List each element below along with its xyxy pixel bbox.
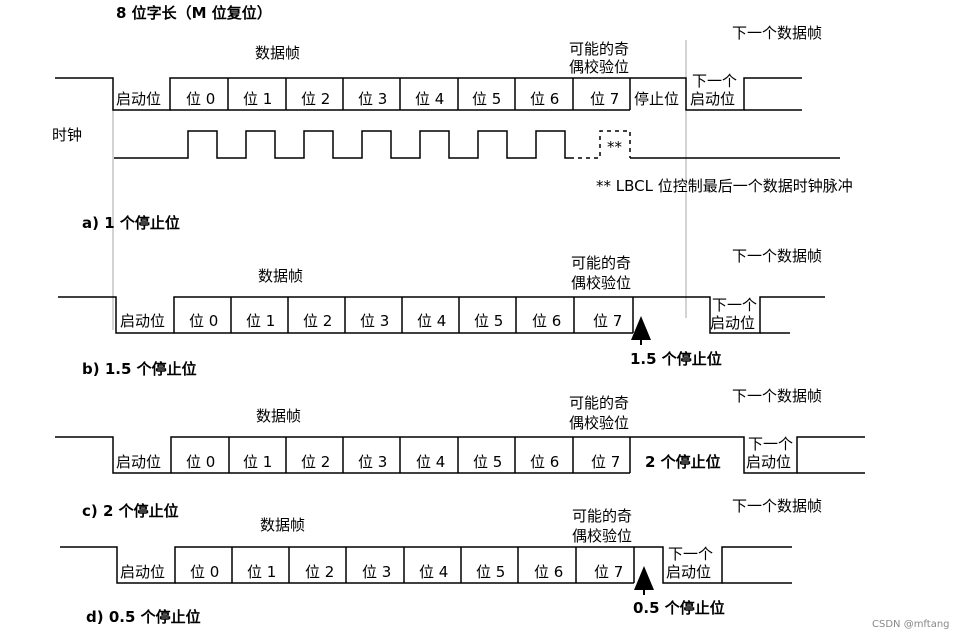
caption-d: d) 0.5 个停止位 (86, 608, 201, 626)
bit-label-1: 位 1 (246, 312, 275, 330)
bit-label-3: 位 3 (362, 563, 391, 581)
parity-label-line1: 可能的奇 (569, 394, 629, 412)
next-frame-label: 下一个数据帧 (732, 247, 822, 265)
waveform-b (58, 296, 825, 334)
bit-dividers-a (227, 78, 574, 110)
bit-label-6: 位 6 (532, 312, 561, 330)
stop-bit-label: 停止位 (634, 90, 679, 108)
bit-label-6: 位 6 (530, 90, 559, 108)
bit-label-1: 位 1 (243, 90, 272, 108)
parity-label-line2: 偶校验位 (571, 274, 631, 292)
next-start-line1: 下一个 (692, 72, 737, 90)
watermark: CSDN @mftang (872, 619, 950, 630)
caption-b: b) 1.5 个停止位 (82, 360, 197, 378)
clock-optional-mark: ** (607, 138, 623, 156)
parity-label-line2: 偶校验位 (569, 414, 629, 432)
waveform-a (55, 77, 802, 111)
bit-label-7: 位 7 (590, 90, 619, 108)
diagram-b: 数据帧 可能的奇 偶校验位 下一个数据帧 启动位 位 0 位 1 位 2 位 3… (58, 247, 825, 378)
page-title: 8 位字长（M 位复位） (116, 4, 272, 22)
parity-label-line2: 偶校验位 (569, 58, 629, 76)
start-bit-label: 启动位 (116, 453, 161, 471)
bit-label-0: 位 0 (189, 312, 218, 330)
next-start-line2: 启动位 (690, 90, 735, 108)
next-start-line2: 启动位 (746, 453, 791, 471)
bit-dividers-c (228, 437, 574, 473)
next-start-line1: 下一个 (668, 545, 713, 563)
bit-label-4: 位 4 (417, 312, 446, 330)
clock-label: 时钟 (52, 126, 82, 144)
bit-label-3: 位 3 (358, 90, 387, 108)
clock-waveform (114, 130, 570, 159)
bit-label-1: 位 1 (247, 563, 276, 581)
caption-c: c) 2 个停止位 (82, 502, 179, 520)
bit-label-3: 位 3 (358, 453, 387, 471)
data-frame-label: 数据帧 (258, 267, 303, 285)
bit-dividers-d (231, 547, 577, 583)
bit-label-2: 位 2 (301, 90, 330, 108)
stop-label: 0.5 个停止位 (633, 599, 725, 617)
bit-label-3: 位 3 (360, 312, 389, 330)
parity-label-line1: 可能的奇 (571, 254, 631, 272)
bit-label-0: 位 0 (186, 90, 215, 108)
next-start-line2: 启动位 (666, 563, 711, 581)
next-frame-label: 下一个数据帧 (732, 497, 822, 515)
bit-label-5: 位 5 (472, 90, 501, 108)
bit-label-6: 位 6 (530, 453, 559, 471)
diagram-c: 数据帧 可能的奇 偶校验位 下一个数据帧 启动位 位 0 位 1 位 2 位 3… (55, 387, 865, 520)
next-start-line1: 下一个 (712, 296, 757, 314)
stop-label: 1.5 个停止位 (630, 350, 722, 368)
next-start-line1: 下一个 (748, 435, 793, 453)
bit-label-0: 位 0 (190, 563, 219, 581)
bit-label-1: 位 1 (243, 453, 272, 471)
bit-label-5: 位 5 (473, 453, 502, 471)
bit-label-7: 位 7 (591, 453, 620, 471)
caption-a: a) 1 个停止位 (82, 214, 180, 232)
clock-optional-pulse (570, 130, 631, 159)
waveform-d (60, 546, 792, 584)
next-frame-label: 下一个数据帧 (732, 387, 822, 405)
bit-dividers-b (230, 297, 575, 333)
start-bit-label: 启动位 (116, 90, 161, 108)
data-frame-label: 数据帧 (260, 516, 305, 534)
stop-label: 2 个停止位 (645, 453, 721, 471)
next-frame-label: 下一个数据帧 (732, 24, 822, 42)
data-frame-label: 数据帧 (255, 44, 300, 62)
parity-label-line1: 可能的奇 (569, 40, 629, 58)
lbcl-note: ** LBCL 位控制最后一个数据时钟脉冲 (596, 177, 853, 195)
diagram-a: 数据帧 可能的奇 偶校验位 下一个数据帧 启动位 位 0 位 1 位 2 位 3… (52, 24, 853, 232)
parity-label-line1: 可能的奇 (572, 507, 632, 525)
bit-label-2: 位 2 (301, 453, 330, 471)
diagram-d: 数据帧 可能的奇 偶校验位 下一个数据帧 启动位 位 0 位 1 位 2 位 3… (60, 497, 822, 626)
bit-label-0: 位 0 (186, 453, 215, 471)
start-bit-label: 启动位 (120, 312, 165, 330)
bit-label-2: 位 2 (303, 312, 332, 330)
bit-label-6: 位 6 (534, 563, 563, 581)
bit-label-4: 位 4 (416, 453, 445, 471)
bit-label-4: 位 4 (415, 90, 444, 108)
bit-label-7: 位 7 (594, 563, 623, 581)
parity-label-line2: 偶校验位 (572, 527, 632, 545)
start-bit-label: 启动位 (120, 563, 165, 581)
bit-label-2: 位 2 (305, 563, 334, 581)
bit-label-7: 位 7 (593, 312, 622, 330)
bit-label-5: 位 5 (474, 312, 503, 330)
data-frame-label: 数据帧 (256, 407, 301, 425)
bit-label-5: 位 5 (476, 563, 505, 581)
next-start-line2: 启动位 (710, 314, 755, 332)
waveform-c (55, 436, 865, 474)
bit-label-4: 位 4 (419, 563, 448, 581)
